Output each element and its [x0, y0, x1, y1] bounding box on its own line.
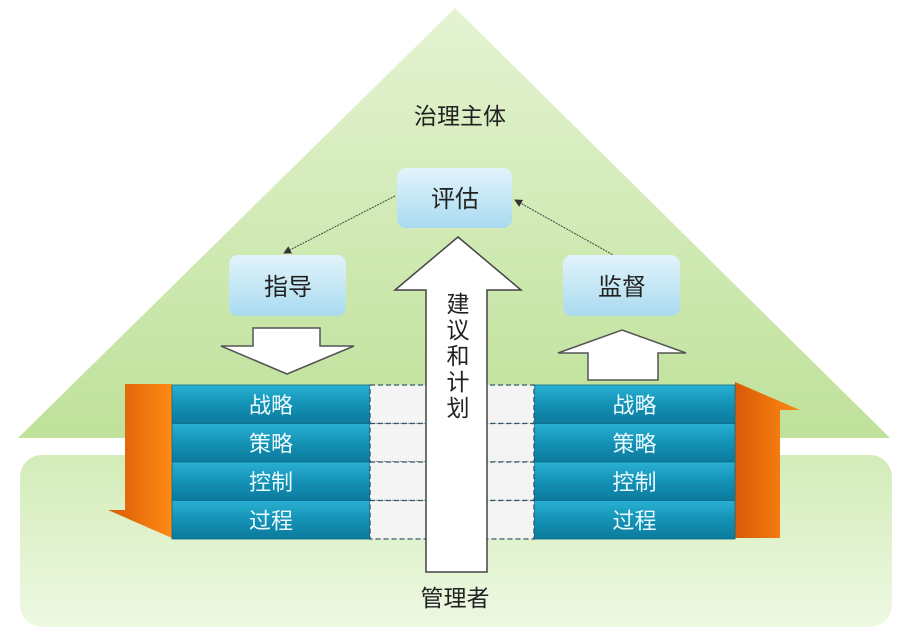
left-row: 战略 — [171, 384, 371, 424]
advice-char: 建 — [447, 292, 470, 318]
governance-body-title: 治理主体 — [414, 104, 506, 130]
advice-and-plan-arrow — [392, 236, 524, 573]
node-direct-label: 指导 — [264, 273, 312, 301]
left-orange-down-arrow — [108, 384, 172, 538]
right-row-label: 控制 — [612, 471, 656, 496]
advice-char: 和 — [447, 344, 470, 370]
right-row: 策略 — [533, 423, 736, 463]
right-orange-up-arrow — [735, 382, 800, 538]
right-row: 战略 — [533, 384, 736, 424]
right-row-label: 策略 — [612, 433, 656, 458]
left-row: 策略 — [171, 423, 371, 463]
monitor-to-evaluate-arrow — [514, 199, 616, 257]
right-row: 控制 — [533, 461, 736, 501]
evaluate-to-direct-arrow — [283, 195, 396, 254]
up-arrow-icon — [557, 329, 687, 381]
advice-char: 划 — [447, 396, 470, 422]
left-row: 控制 — [171, 461, 371, 501]
node-evaluate: 评估 — [397, 168, 512, 228]
dashed-cells — [369, 384, 535, 540]
left-row-label: 战略 — [249, 394, 293, 419]
manager-label: 管理者 — [421, 586, 490, 612]
node-monitor: 监督 — [563, 255, 680, 316]
node-evaluate-label: 评估 — [431, 185, 479, 213]
node-monitor-label: 监督 — [598, 273, 646, 301]
left-row-label: 策略 — [249, 433, 293, 458]
right-row-label: 过程 — [612, 510, 656, 535]
left-row: 过程 — [171, 500, 371, 540]
left-row-label: 控制 — [249, 471, 293, 496]
down-arrow-icon — [220, 327, 355, 375]
node-direct: 指导 — [229, 255, 346, 316]
advice-char: 计 — [447, 370, 470, 396]
right-row: 过程 — [533, 500, 736, 540]
left-row-label: 过程 — [249, 510, 293, 535]
right-row-label: 战略 — [612, 394, 656, 419]
advice-char: 议 — [447, 318, 470, 344]
